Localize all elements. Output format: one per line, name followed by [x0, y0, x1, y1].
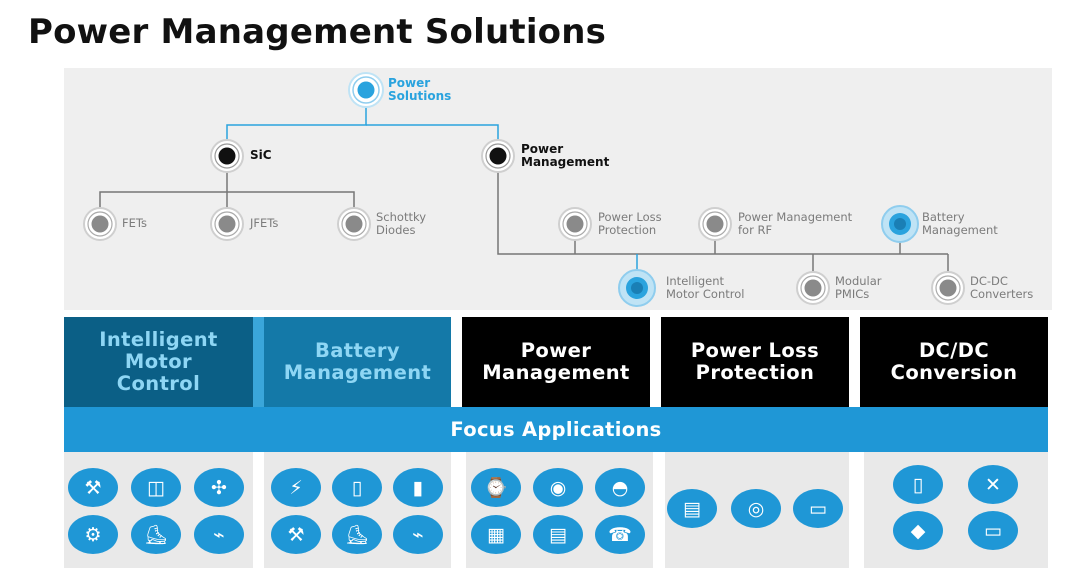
camera-icon: ◓: [595, 468, 645, 507]
ssd-icon: ▭: [793, 489, 843, 528]
applications-power-loss-protection: ▤ ◎ ▭: [665, 452, 849, 568]
label-pm-rf: Power Management for RF: [738, 210, 853, 237]
category-battery-management: Battery Management: [264, 317, 451, 407]
fax-icon: ☎: [595, 515, 645, 554]
hierarchy-connectors: [83, 72, 965, 307]
focus-applications-bar: Focus Applications: [64, 407, 1048, 452]
page-title: Power Management Solutions: [28, 12, 607, 52]
chip-icon: ▦: [471, 515, 521, 554]
satellite-icon: ✕: [968, 465, 1018, 504]
drill-icon: ⚒: [68, 468, 118, 507]
label-schottky: Schottky Diodes: [376, 210, 427, 237]
category-dcdc-conversion: DC/DC Conversion: [860, 317, 1048, 407]
connector-root-pm: [366, 124, 499, 156]
vacuum-icon: ⌁: [194, 515, 244, 554]
label-power-management: Power Management: [521, 142, 610, 169]
node-pm-rf: [698, 207, 732, 241]
node-power-management: [481, 139, 515, 173]
label-jfets: JFETs: [250, 216, 279, 230]
category-motor-control: Intelligent Motor Control: [64, 317, 253, 407]
category-divider: [253, 317, 264, 407]
drone-icon: ✣: [194, 468, 244, 507]
node-power-loss: [558, 207, 592, 241]
label-battery: Battery Management: [922, 210, 998, 237]
hierarchy-diagram: Power Solutions SiC Power Management FET…: [64, 68, 1052, 310]
label-dcdc: DC-DC Converters: [970, 274, 1034, 301]
scooter-icon: ⛸: [332, 515, 382, 554]
applications-power-management: ⌚ ◉ ◓ ▦ ▤ ☎: [466, 452, 653, 568]
charger-icon: ⚡: [271, 468, 321, 507]
smartwatch-icon: ⌚: [471, 468, 521, 507]
memory-module-icon: ▤: [667, 489, 717, 528]
phone-icon: ▯: [332, 468, 382, 507]
car-icon: ◆: [893, 511, 943, 550]
motor-icon: ⚙: [68, 515, 118, 554]
node-root: [348, 72, 384, 108]
connector-pm-trunk: [497, 156, 948, 255]
scooter-icon: ⛸: [131, 515, 181, 554]
label-motor-control: Intelligent Motor Control: [666, 274, 745, 301]
phone-icon: ▯: [893, 465, 943, 504]
label-power-loss: Power Loss Protection: [598, 210, 662, 237]
node-sic: [210, 139, 244, 173]
laptop-icon: ▭: [968, 511, 1018, 550]
applications-dcdc-conversion: ▯ ✕ ◆ ▭: [864, 452, 1048, 568]
applications-battery-management: ⚡ ▯ ▮ ⚒ ⛸ ⌁: [264, 452, 451, 568]
node-dcdc: [931, 271, 965, 305]
node-battery: [881, 205, 919, 243]
label-sic: SiC: [250, 148, 272, 162]
connector-root-sic: [226, 88, 367, 156]
node-pmics: [796, 271, 830, 305]
battery-pack-icon: ▮: [393, 468, 443, 507]
category-power-loss-protection: Power Loss Protection: [661, 317, 849, 407]
label-pmics: Modular PMICs: [835, 274, 882, 301]
category-power-management: Power Management: [462, 317, 650, 407]
vacuum-icon: ⌁: [393, 515, 443, 554]
label-fets: FETs: [122, 216, 147, 230]
hard-drive-icon: ◎: [731, 489, 781, 528]
node-fets: [83, 207, 117, 241]
node-schottky: [337, 207, 371, 241]
node-motor-control: [618, 269, 656, 307]
node-jfets: [210, 207, 244, 241]
smart-speaker-icon: ◉: [533, 468, 583, 507]
fridge-icon: ◫: [131, 468, 181, 507]
label-root: Power Solutions: [388, 76, 452, 103]
drill-icon: ⚒: [271, 515, 321, 554]
applications-motor-control: ⚒ ◫ ✣ ⚙ ⛸ ⌁: [64, 452, 253, 568]
memory-icon: ▤: [533, 515, 583, 554]
